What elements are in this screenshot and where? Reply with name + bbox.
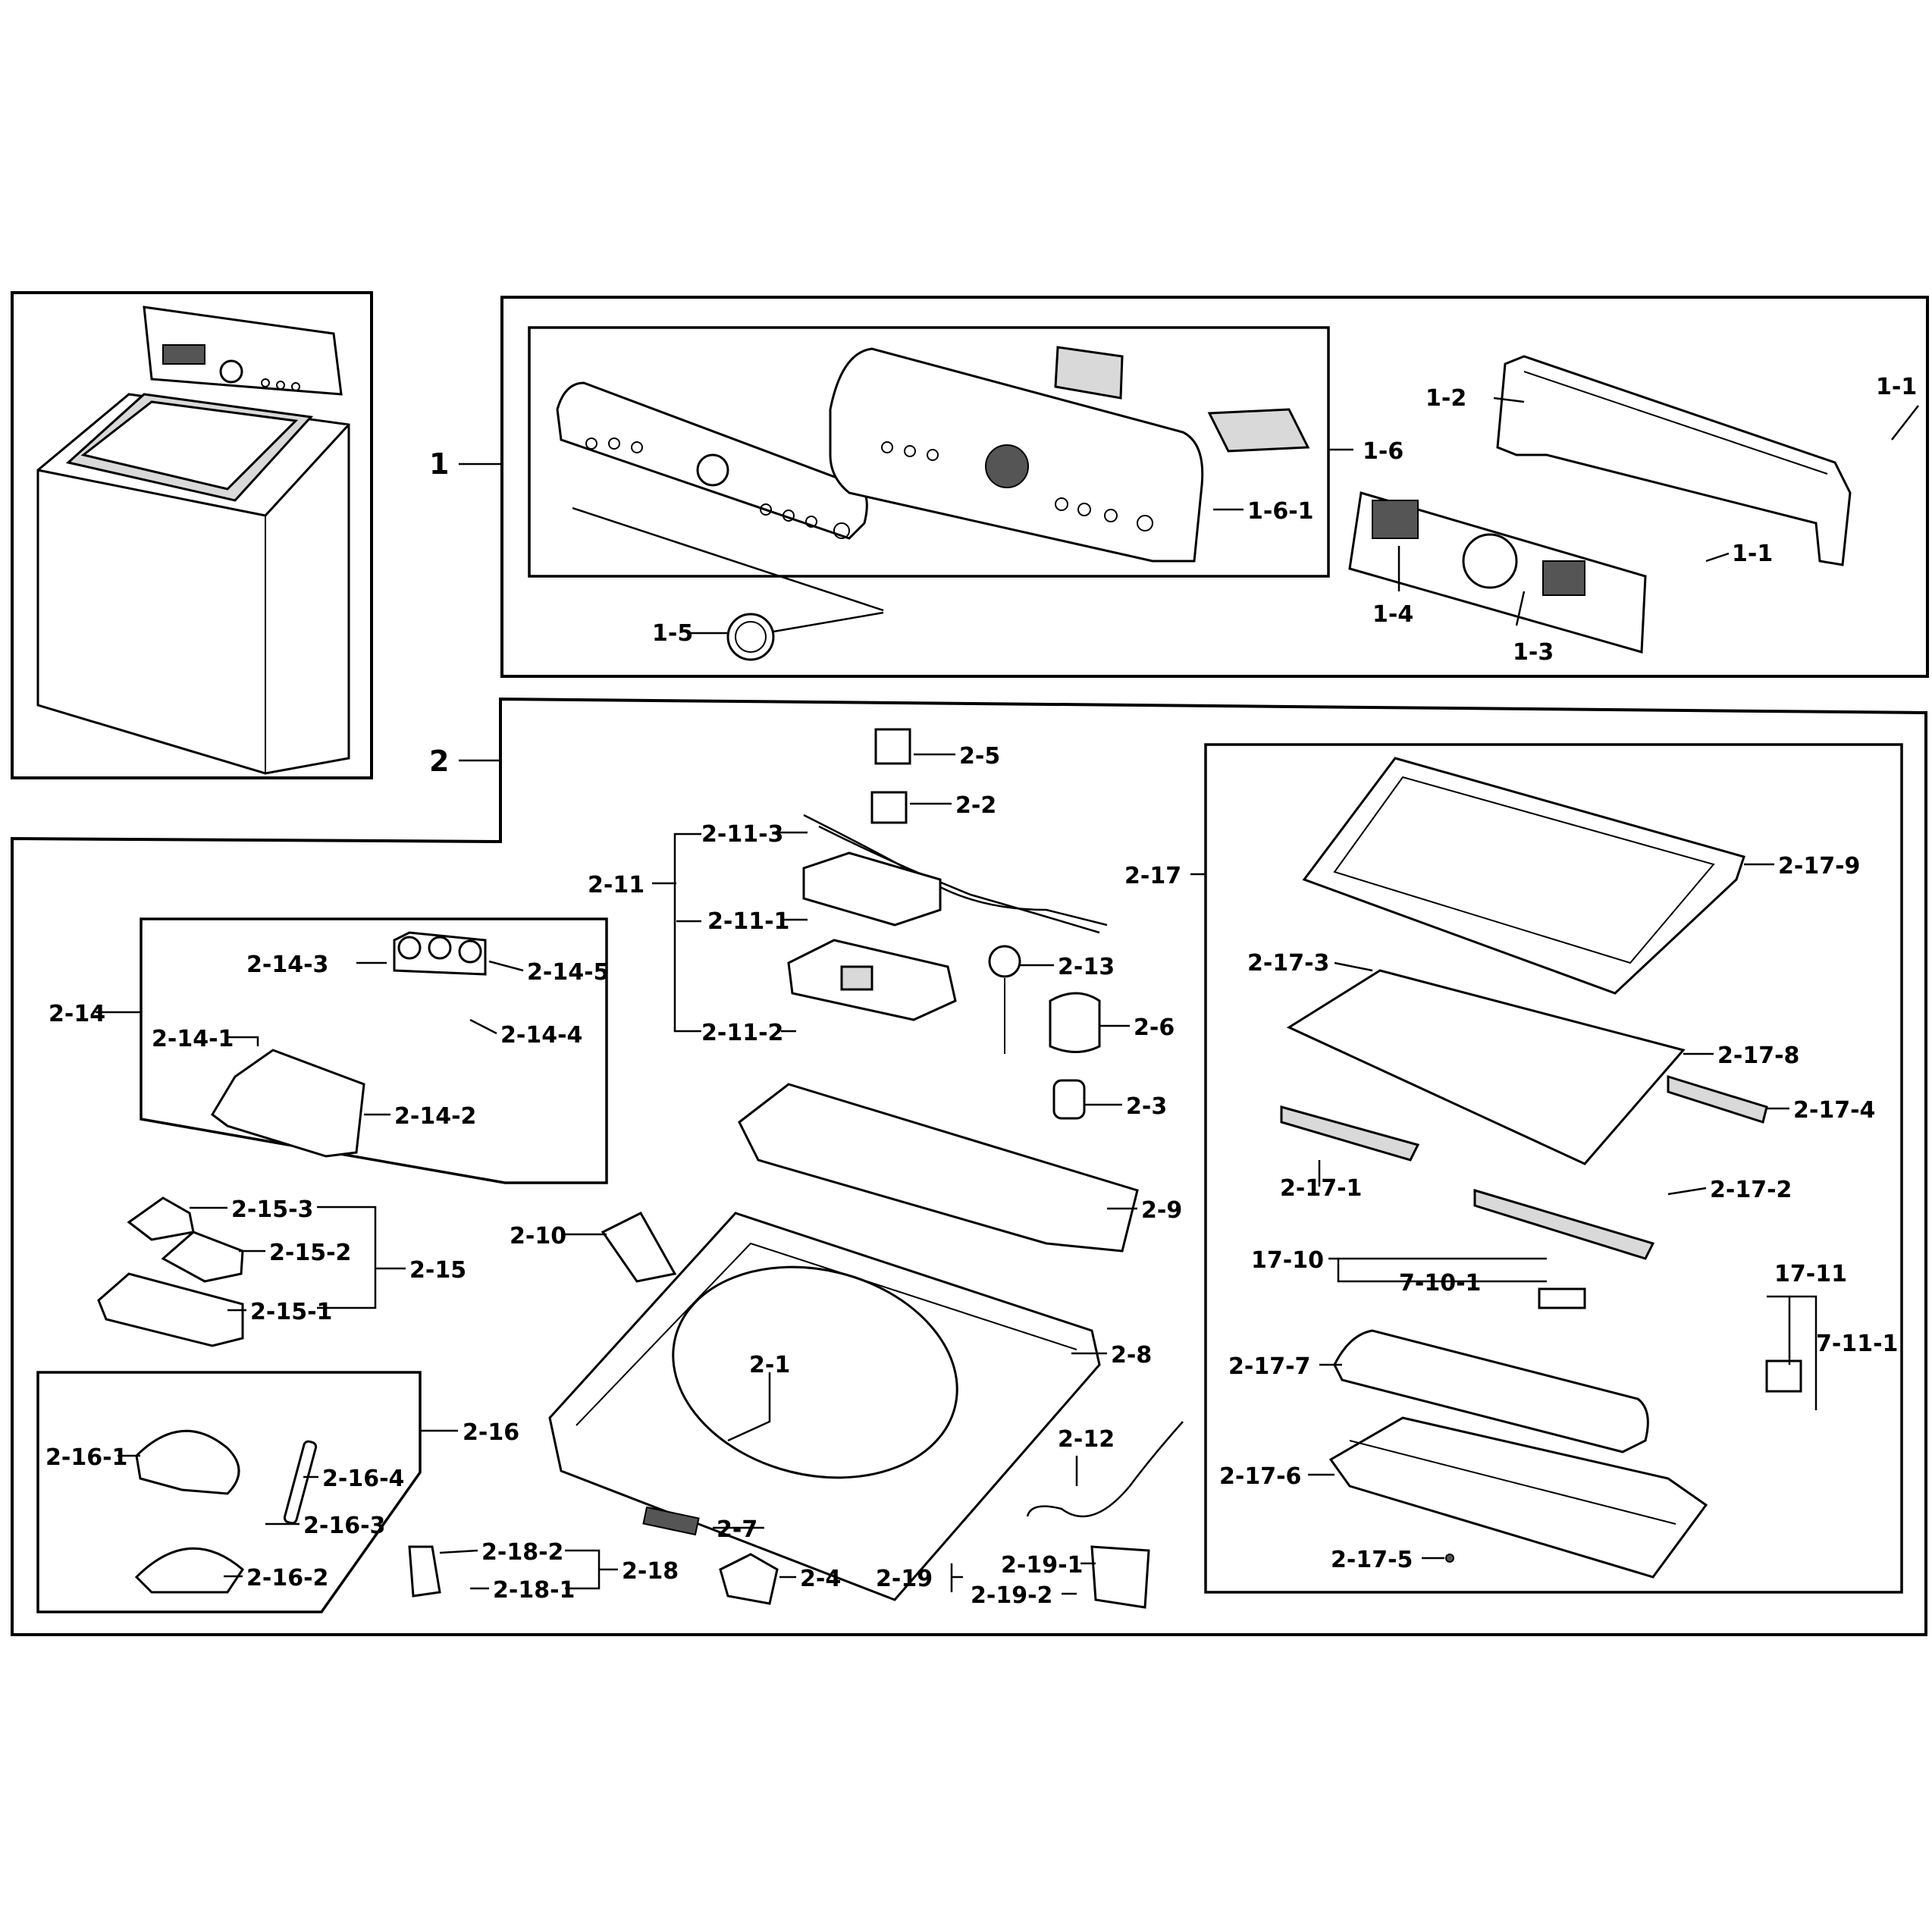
filter-box [802,851,942,927]
label-2-11: 2-11 [588,872,645,898]
label-2-15-1: 2-15-1 [250,1299,332,1325]
label-2-13: 2-13 [1058,954,1115,980]
label-1-5: 1-5 [652,620,693,647]
label-2-2: 2-2 [955,792,996,819]
label-2-18: 2-18 [622,1558,679,1585]
label-2-16-1: 2-16-1 [45,1444,127,1471]
label-17-10: 17-10 [1251,1247,1324,1274]
section-2-frame [11,697,1927,1636]
lid-assembly-subframe [1204,743,1903,1594]
label-2-14-4: 2-14-4 [500,1022,582,1049]
label-1-1b: 1-1 [1732,541,1773,567]
label-2-18-2: 2-18-2 [481,1539,563,1566]
label-2-11-2: 2-11-2 [701,1020,783,1046]
label-1-6: 1-6 [1363,438,1404,465]
knob [726,613,775,661]
label-2-17-3: 2-17-3 [1247,950,1329,977]
label-2-10: 2-10 [510,1223,566,1250]
lid-frame [1302,757,1745,995]
label-2-19-2: 2-19-2 [971,1582,1052,1609]
label-17-11: 17-11 [1774,1261,1847,1287]
label-2-12: 2-12 [1058,1426,1115,1453]
control-panel-parts [556,346,1852,661]
label-2-6: 2-6 [1134,1014,1175,1041]
label-2-11-3: 2-11-3 [701,821,783,848]
label-1-3: 1-3 [1513,639,1554,666]
label-2-17-6: 2-17-6 [1219,1463,1301,1490]
pump-parts [134,1429,318,1594]
label-2-1: 2-1 [749,1352,790,1378]
section-1-frame [500,296,1929,678]
label-section-2: 2 [429,745,449,778]
label-2-16-3: 2-16-3 [303,1513,385,1539]
washer-illustration [36,306,350,775]
lid-parts [1280,757,1802,1579]
label-2-17-2: 2-17-2 [1710,1177,1792,1203]
label-2-17-9: 2-17-9 [1778,853,1860,880]
label-section-1: 1 [429,447,449,481]
label-2-16: 2-16 [463,1419,519,1446]
label-2-15-2: 2-15-2 [269,1240,351,1266]
label-2-18-1: 2-18-1 [493,1577,575,1604]
pump-subframe [36,1371,422,1613]
rear-cover [1496,355,1852,566]
label-2-17-8: 2-17-8 [1717,1043,1799,1069]
lid-glass [1286,969,1686,1165]
label-2-4: 2-4 [800,1566,841,1592]
label-2-17-5: 2-17-5 [1331,1547,1413,1573]
label-2-16-2: 2-16-2 [246,1565,328,1591]
label-2-7: 2-7 [717,1516,757,1543]
label-2-5: 2-5 [959,743,1000,770]
frames [11,291,1929,1636]
control-panel-subframe [528,326,1330,578]
leader-lines [96,397,1919,1595]
part-labels: 1 2 1-1 1-1 1-2 1-3 1-4 1-5 1-6 1-6-1 2-… [45,374,1917,1609]
label-1-1a: 1-1 [1876,374,1917,400]
washer-overview-frame [11,291,373,779]
label-7-11-1: 7-11-1 [1816,1331,1898,1357]
label-2-16-4: 2-16-4 [322,1466,404,1492]
label-1-6-1: 1-6-1 [1247,498,1314,525]
lid-bottom [1328,1416,1708,1579]
label-1-2: 1-2 [1425,385,1466,412]
label-1-4: 1-4 [1372,601,1413,628]
detergent-valve-parts [97,931,487,1347]
label-2-3: 2-3 [1126,1093,1167,1120]
label-2-14-5: 2-14-5 [527,959,609,986]
label-7-10-1: 7-10-1 [1399,1270,1481,1297]
label-2-17-7: 2-17-7 [1228,1353,1310,1380]
label-2-14: 2-14 [49,1001,105,1027]
label-2-17-1: 2-17-1 [1280,1175,1362,1202]
detergent-housing [211,1049,365,1158]
label-2-15-3: 2-15-3 [231,1196,313,1223]
cabinet-parts [408,728,1184,1609]
label-2-19: 2-19 [876,1566,933,1592]
label-2-15: 2-15 [409,1257,466,1284]
label-2-14-3: 2-14-3 [246,952,328,978]
label-2-14-1: 2-14-1 [152,1026,234,1052]
detergent-valve-subframe [140,917,608,1184]
label-2-19-1: 2-19-1 [1001,1552,1083,1579]
label-2-17-4: 2-17-4 [1793,1097,1875,1124]
label-2-9: 2-9 [1141,1197,1182,1224]
label-2-11-1: 2-11-1 [707,908,789,935]
rear-frame [738,1083,1139,1253]
label-2-8: 2-8 [1111,1342,1152,1369]
label-2-14-2: 2-14-2 [394,1103,476,1130]
label-2-17: 2-17 [1124,863,1181,889]
